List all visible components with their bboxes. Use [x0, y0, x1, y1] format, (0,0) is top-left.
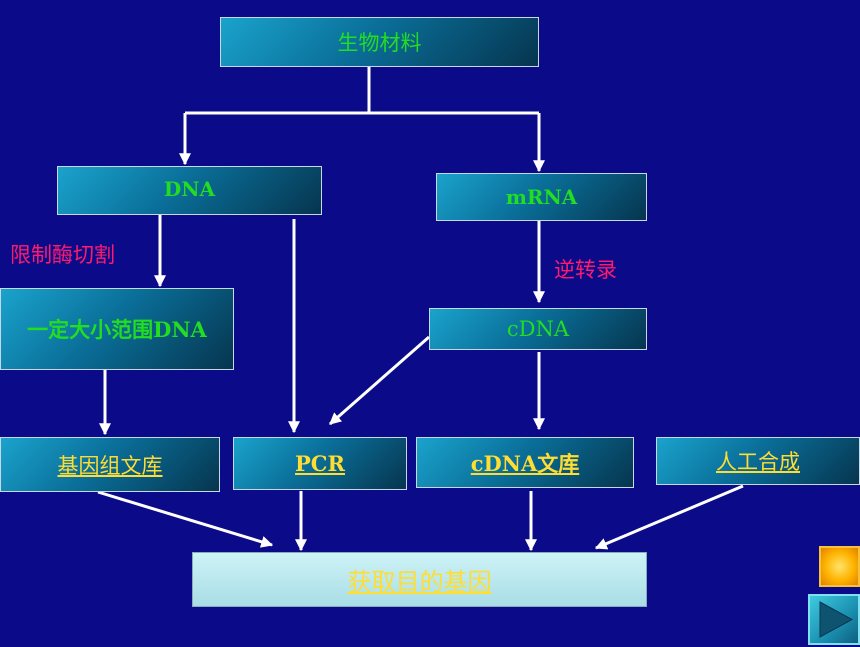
play-triangle-icon	[819, 601, 854, 638]
node-target-gene: 获取目的基因	[192, 552, 647, 607]
node-cdna-library: cDNA文库	[416, 437, 634, 488]
target-gene-link[interactable]: 获取目的基因	[347, 568, 492, 596]
label-reverse-transcription: 逆转录	[554, 258, 617, 282]
node-dna: DNA	[57, 166, 322, 215]
node-biological-material-label: 生物材料	[337, 31, 422, 55]
node-dna-fragments-label: 一定大小范围DNA	[27, 317, 207, 342]
node-dna-label: DNA	[163, 176, 216, 201]
play-next-icon[interactable]	[808, 594, 860, 645]
node-artificial-synthesis: 人工合成	[656, 437, 860, 485]
home-button-icon[interactable]	[819, 546, 860, 587]
pcr-link[interactable]: PCR	[295, 451, 345, 476]
arrow-cdna-to-pcr	[329, 335, 430, 426]
label-restriction-cut: 限制酶切割	[10, 243, 115, 267]
node-biological-material: 生物材料	[220, 17, 539, 67]
node-cdna: cDNA	[429, 308, 647, 350]
arrow-synthesis-to-target	[594, 484, 744, 550]
node-cdna-label: cDNA	[506, 317, 570, 341]
node-pcr: PCR	[233, 437, 407, 490]
cdna-library-link[interactable]: cDNA文库	[470, 450, 580, 476]
node-dna-fragments: 一定大小范围DNA	[0, 288, 234, 370]
node-mrna-label: mRNA	[505, 185, 578, 209]
arrow-genomic-library-to-target	[97, 490, 274, 548]
node-genomic-library: 基因组文库	[0, 437, 220, 492]
genomic-library-link[interactable]: 基因组文库	[57, 453, 163, 478]
artificial-synthesis-link[interactable]: 人工合成	[716, 450, 800, 474]
node-mrna: mRNA	[436, 173, 647, 221]
